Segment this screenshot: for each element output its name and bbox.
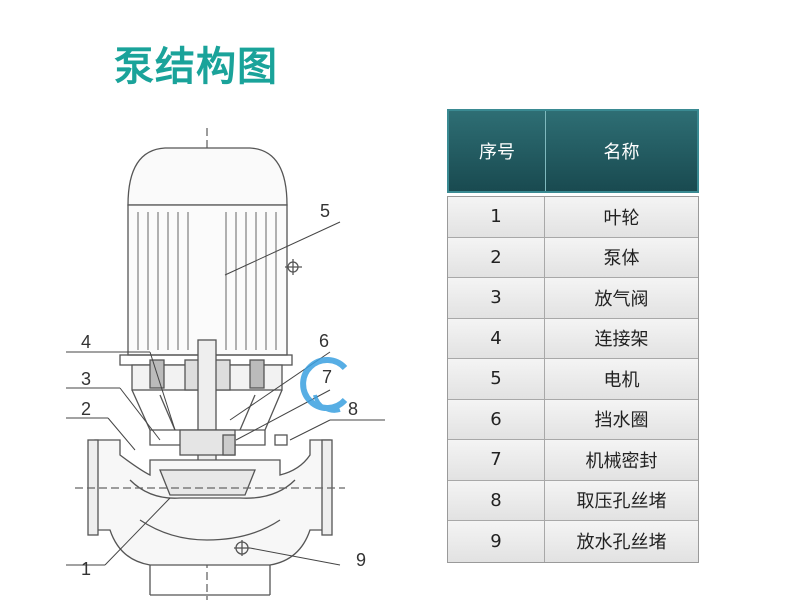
row-number: 7 [448,440,545,480]
table-header: 序号 名称 [447,109,699,193]
part-label-2: 2 [81,399,91,419]
row-number: 3 [448,278,545,318]
table-body: 1 叶轮 2 泵体 3 放气阀 4 连接架 5 电机 6 挡水圈 7 机械密封 8 取压孔丝堵 9 放水孔丝堵 [447,196,699,563]
row-part-name: 连接架 [594,329,649,351]
table-row: 3 放气阀 [448,278,698,319]
row-number: 1 [448,197,545,237]
part-label-9: 9 [356,550,366,570]
part-label-6: 6 [319,331,329,351]
row-part-name: 取压孔丝堵 [576,491,667,513]
part-label-3: 3 [81,369,91,389]
table-row: 5 电机 [448,359,698,400]
parts-table: 序号 名称 1 叶轮 2 泵体 3 放气阀 4 连接架 5 电机 6 挡水圈 7 机械密封 8 取压孔丝堵 9 放… [447,109,699,563]
table-row: 9 放水孔丝堵 [448,521,698,562]
page-title: 泵结构图 [114,44,278,90]
table-row: 8 取压孔丝堵 [448,480,698,521]
row-number: 8 [448,480,545,520]
row-number: 5 [448,359,545,399]
header-number: 序号 [449,111,546,191]
part-label-1: 1 [81,559,91,579]
watermark-logo [300,357,348,413]
table-row: 4 连接架 [448,318,698,359]
table-row: 1 叶轮 [448,197,698,238]
part-label-5: 5 [320,201,330,221]
row-part-name: 叶轮 [603,207,640,229]
row-part-name: 挡水圈 [594,410,649,432]
row-part-name: 泵体 [603,248,640,270]
pump-structure-diagram: 1 2 3 4 5 6 7 8 9 [66,128,385,600]
part-label-4: 4 [81,332,91,352]
table-row: 7 机械密封 [448,440,698,481]
row-number: 2 [448,237,545,277]
row-number: 6 [448,399,545,439]
row-part-name: 机械密封 [585,450,658,472]
row-number: 4 [448,318,545,358]
part-label-8: 8 [348,399,358,419]
row-number: 9 [448,521,545,562]
row-part-name: 放水孔丝堵 [576,532,667,554]
table-row: 2 泵体 [448,237,698,278]
part-label-7: 7 [322,367,332,387]
row-part-name: 放气阀 [594,288,649,310]
row-part-name: 电机 [603,369,640,391]
header-name: 名称 [603,142,640,163]
table-row: 6 挡水圈 [448,399,698,440]
